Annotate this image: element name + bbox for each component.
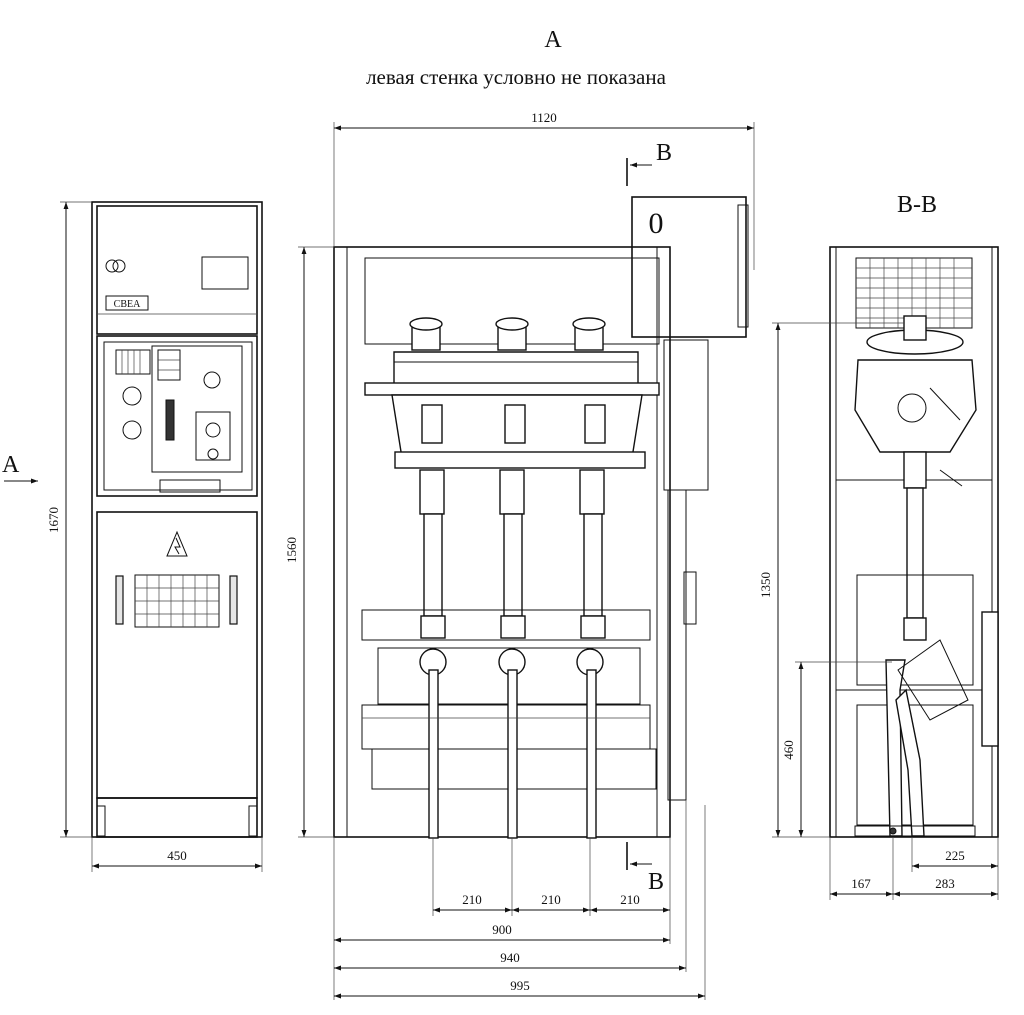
side-height-dim: 1560 bbox=[284, 537, 299, 563]
front-width-dim: 450 bbox=[167, 848, 187, 863]
width-995-dim: 995 bbox=[510, 978, 530, 993]
pitch-dim-2: 210 bbox=[541, 892, 561, 907]
section-mark-bottom: В bbox=[648, 869, 664, 895]
width-940-dim: 940 bbox=[500, 950, 520, 965]
view-arrow-label: А bbox=[2, 452, 20, 478]
front-height-dim: 1670 bbox=[46, 507, 61, 533]
ventilation-grille bbox=[134, 574, 220, 628]
view-letter-label: А bbox=[544, 27, 562, 53]
side-top-width-dim: 1120 bbox=[531, 110, 557, 125]
section-height-dim: 1350 bbox=[758, 572, 773, 598]
section-view-title: В-В bbox=[897, 192, 937, 218]
drawing-caption: левая стенка условно не показана bbox=[366, 65, 666, 89]
dim-167: 167 bbox=[851, 876, 871, 891]
pitch-dim-3: 210 bbox=[620, 892, 640, 907]
side-view: 0 bbox=[333, 196, 749, 839]
section-mark-top: В bbox=[656, 140, 672, 166]
front-view: CBEA bbox=[91, 201, 263, 838]
position-indicator: 0 bbox=[649, 207, 664, 240]
section-lower-dim: 460 bbox=[781, 740, 796, 760]
dim-283: 283 bbox=[935, 876, 955, 891]
dim-225: 225 bbox=[945, 848, 965, 863]
section-view bbox=[829, 246, 999, 838]
pitch-dim-1: 210 bbox=[462, 892, 482, 907]
brand-logo: CBEA bbox=[114, 299, 141, 310]
width-900-dim: 900 bbox=[492, 922, 512, 937]
